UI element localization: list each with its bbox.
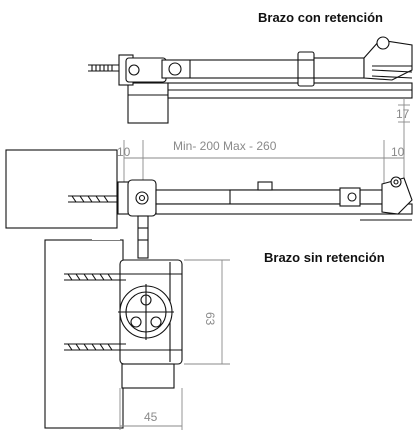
label-arm-with-hold: Brazo con retención (258, 10, 383, 25)
closer-cap (121, 363, 175, 389)
dim-10-left: 10 (117, 145, 131, 159)
closer-shaft (137, 215, 149, 259)
range-dimension: Min- 200 Max - 260 10 10 (117, 139, 405, 200)
top-nut (297, 51, 315, 87)
arm-with-hold-drawing (88, 36, 413, 124)
dim-10-right: 10 (391, 145, 405, 159)
dim-17: 17 (396, 107, 410, 121)
arm-without-hold-drawing (68, 176, 413, 259)
dim-range: Min- 200 Max - 260 (173, 139, 277, 153)
top-arm-tube (161, 59, 303, 79)
label-arm-without-hold: Brazo sin retención (264, 250, 385, 265)
dim-body-height: 63 (184, 259, 230, 365)
wall-upper (5, 149, 118, 229)
dim-body-width: 45 (119, 388, 183, 430)
closer-body (64, 259, 183, 389)
wall-lower (44, 239, 124, 429)
top-base-block (127, 82, 169, 124)
dim-45: 45 (144, 410, 158, 424)
base-rail (155, 203, 413, 215)
wall-section (5, 149, 124, 429)
dim-63: 63 (203, 312, 217, 326)
